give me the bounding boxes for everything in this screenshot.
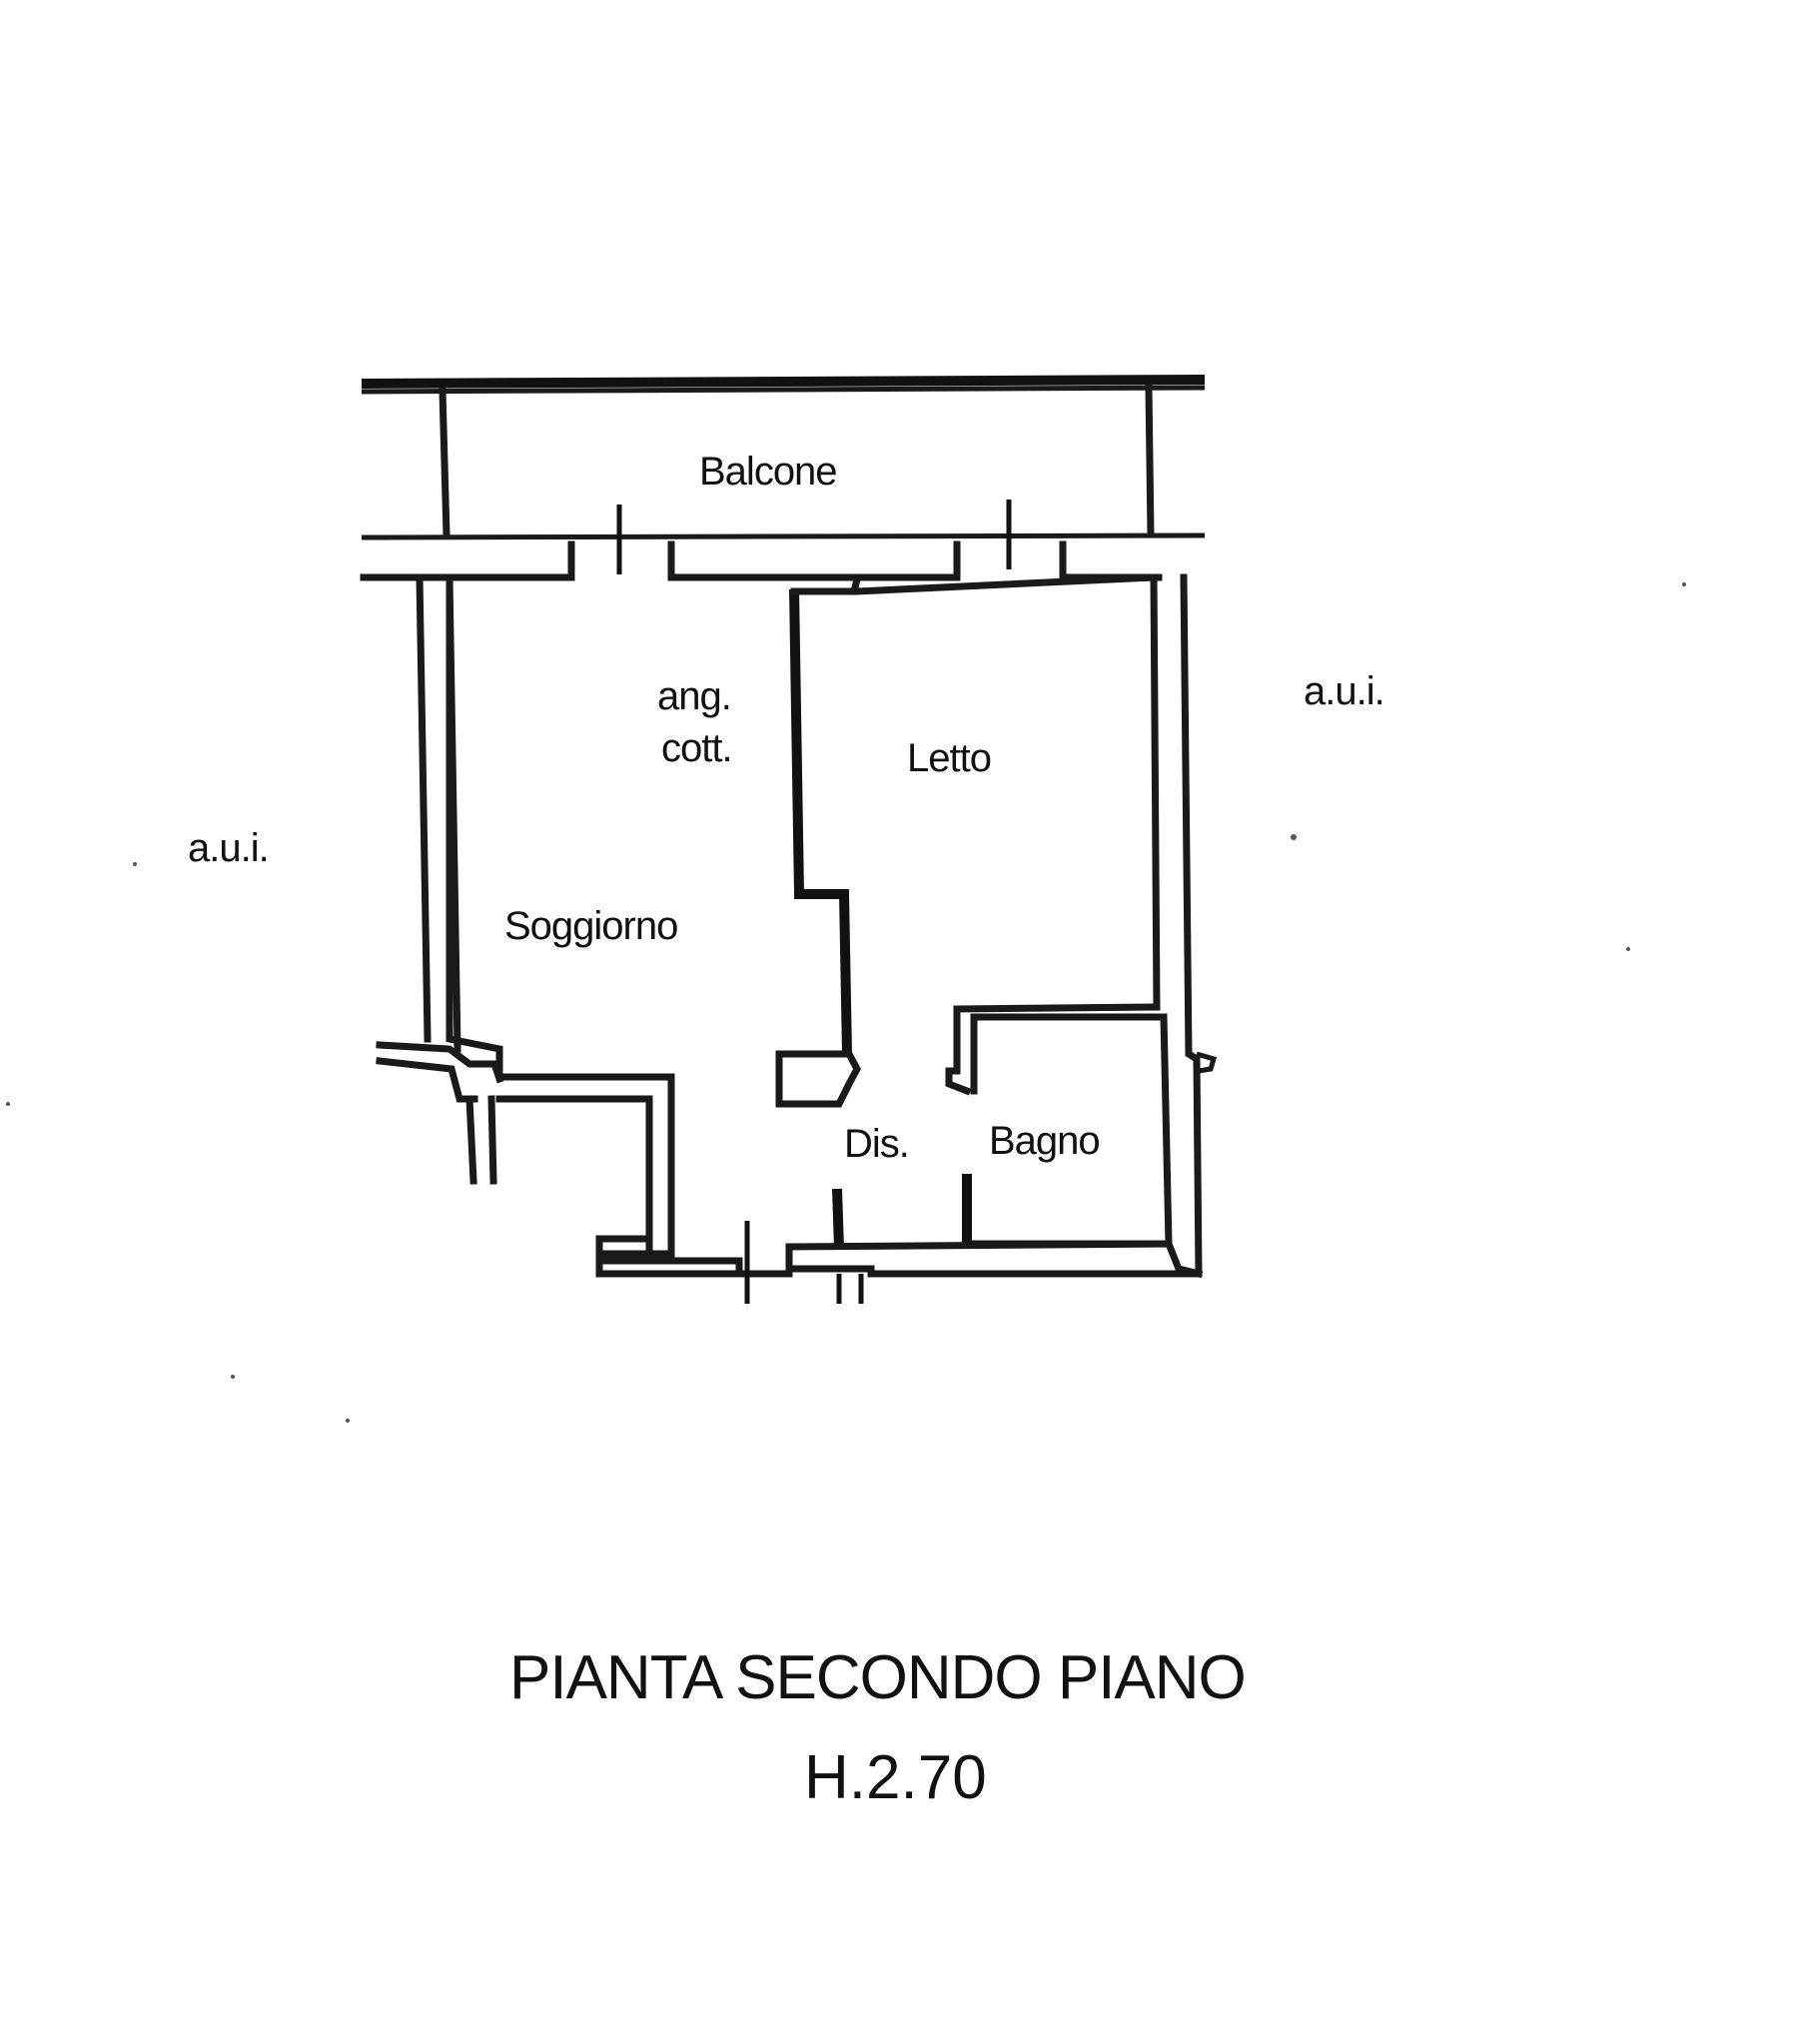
partition-living-bedroom <box>775 574 862 1108</box>
kitchenette-label-line2: cott. <box>661 726 732 770</box>
kitchenette-label-line1: ang. <box>657 674 731 718</box>
plan-title: PIANTA SECONDO PIANO <box>509 1643 1246 1712</box>
bedroom-label: Letto <box>907 736 991 780</box>
balcony-label: Balcone <box>699 450 837 494</box>
neighbor-right-label: a.u.i. <box>1304 669 1384 713</box>
living-room-label: Soggiorno <box>504 904 677 948</box>
left-wall <box>360 573 504 1185</box>
bathroom-label: Bagno <box>989 1119 1100 1163</box>
bedroom-walls <box>853 573 1203 1278</box>
scan-specks <box>6 582 1686 1423</box>
neighbor-left-label: a.u.i. <box>188 826 269 870</box>
living-room-walls <box>446 575 703 1265</box>
right-wall-detail <box>1196 1051 1218 1074</box>
hallway-walls <box>595 1188 1204 1304</box>
balcony-walls <box>361 375 1206 540</box>
hallway-label: Dis. <box>844 1122 909 1166</box>
ceiling-height: H.2.70 <box>804 1743 987 1812</box>
